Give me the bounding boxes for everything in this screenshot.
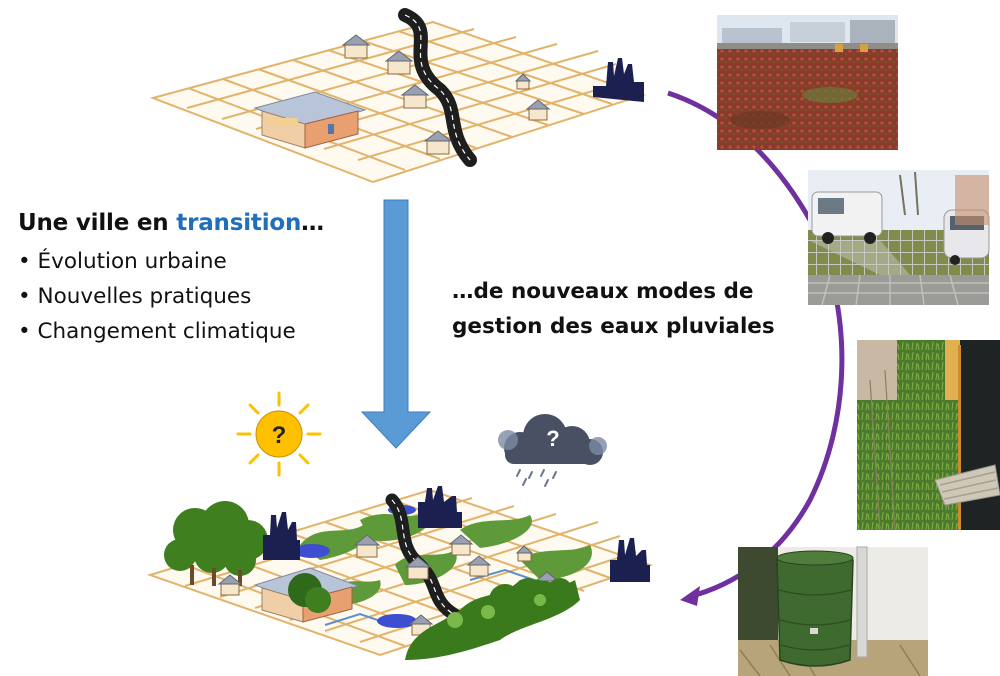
bullet-item: Nouvelles pratiques bbox=[18, 279, 378, 314]
transition-arrow bbox=[360, 199, 432, 449]
techniques-curve bbox=[667, 90, 845, 600]
left-title-accent: transition bbox=[176, 210, 302, 236]
top-city-map bbox=[149, 8, 647, 184]
left-title-prefix: Une ville en bbox=[18, 210, 177, 236]
techniques-curve-arrowhead bbox=[680, 586, 700, 606]
right-text-block: …de nouveaux modes de gestion des eaux p… bbox=[452, 274, 792, 344]
sun-question-mark: ? bbox=[272, 422, 287, 449]
top-big-building bbox=[253, 91, 367, 149]
left-text-block: Une ville en transition… Évolution urbai… bbox=[18, 210, 378, 349]
right-text-line2: gestion des eaux pluviales bbox=[452, 314, 775, 339]
bottom-factory-left-icon bbox=[263, 512, 300, 560]
photo-rain-barrel bbox=[738, 546, 928, 676]
top-houses bbox=[341, 34, 551, 155]
bottom-factory-center-icon bbox=[418, 486, 462, 528]
cloud-question-mark: ? bbox=[546, 426, 559, 451]
left-title: Une ville en transition… bbox=[18, 210, 378, 236]
sun-question-icon bbox=[236, 391, 322, 477]
rain-cloud-question-icon bbox=[498, 414, 607, 487]
left-title-suffix: … bbox=[301, 210, 324, 236]
bottom-trees-left bbox=[164, 501, 268, 576]
bottom-factory-right-icon bbox=[610, 538, 650, 582]
bottom-city-map bbox=[146, 486, 654, 660]
bottom-houses bbox=[217, 534, 560, 636]
right-text-line1: …de nouveaux modes de bbox=[452, 279, 754, 304]
bullet-item: Changement climatique bbox=[18, 314, 378, 349]
photo-swale bbox=[857, 340, 1000, 531]
bullet-item: Évolution urbaine bbox=[18, 244, 378, 279]
photo-green-roof bbox=[717, 15, 898, 150]
top-factory-icon bbox=[593, 58, 644, 102]
photo-grass-parking bbox=[808, 170, 990, 306]
